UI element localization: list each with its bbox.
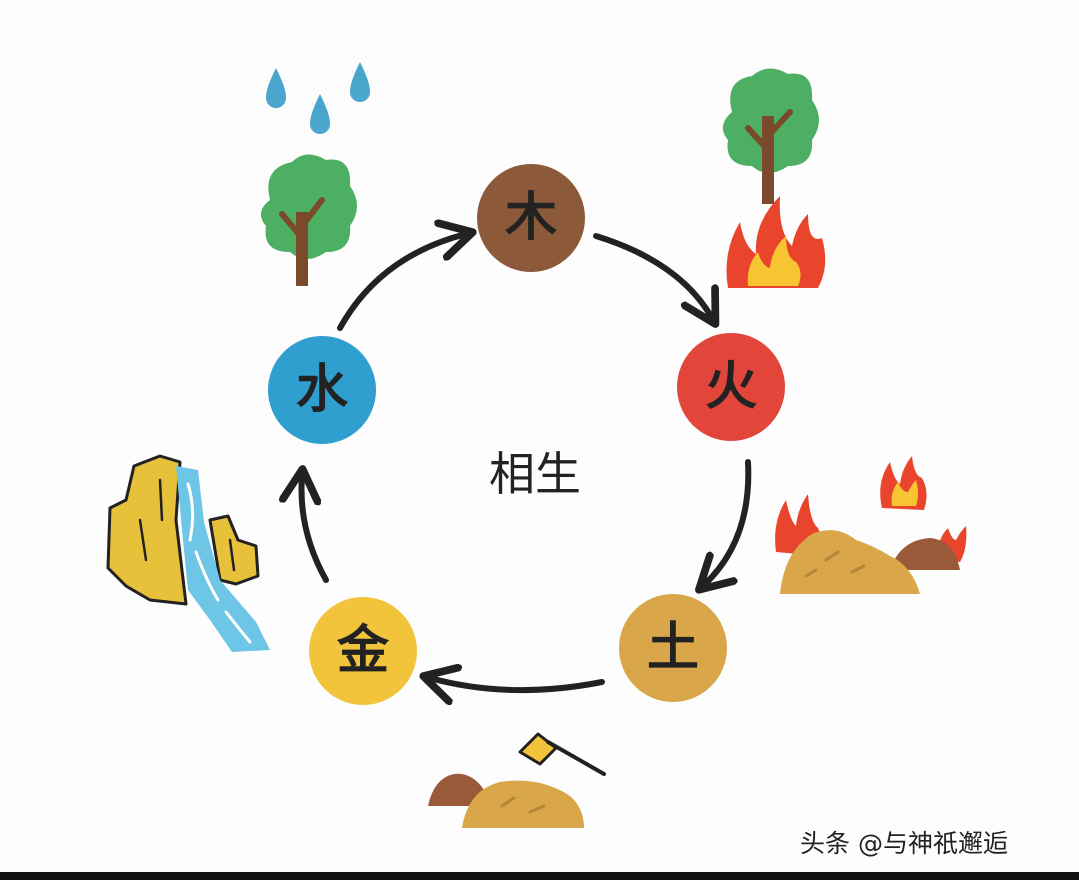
node-earth: 土 xyxy=(619,594,727,702)
center-title: 相生 xyxy=(489,447,581,501)
node-metal: 金 xyxy=(309,597,417,705)
burnt-mound-icon xyxy=(775,456,967,594)
tree-icon xyxy=(260,154,357,286)
bottom-divider xyxy=(0,872,1079,880)
node-water: 水 xyxy=(268,336,376,444)
fire-icon xyxy=(726,196,826,288)
tree-icon xyxy=(722,68,819,204)
arrow-water-to-wood xyxy=(337,234,466,331)
cycle-arrows xyxy=(302,233,752,690)
node-wood-label: 木 xyxy=(504,188,557,248)
watermark: 头条 @与神祇邂逅 xyxy=(800,829,1008,858)
arrow-metal-to-water xyxy=(302,476,329,583)
node-fire-label: 火 xyxy=(704,357,757,417)
arrow-wood-to-fire xyxy=(593,233,712,318)
rain-icon xyxy=(266,62,370,134)
node-wood: 木 xyxy=(477,164,585,272)
node-fire: 火 xyxy=(677,333,785,441)
arrow-earth-to-metal xyxy=(430,678,605,690)
arrow-fire-to-earth xyxy=(704,459,752,585)
waterfall-cliff-icon xyxy=(106,454,270,652)
node-earth-label: 土 xyxy=(646,618,699,678)
node-water-label: 水 xyxy=(295,360,348,420)
mineral-mound-icon xyxy=(428,732,606,828)
node-metal-label: 金 xyxy=(336,621,389,681)
